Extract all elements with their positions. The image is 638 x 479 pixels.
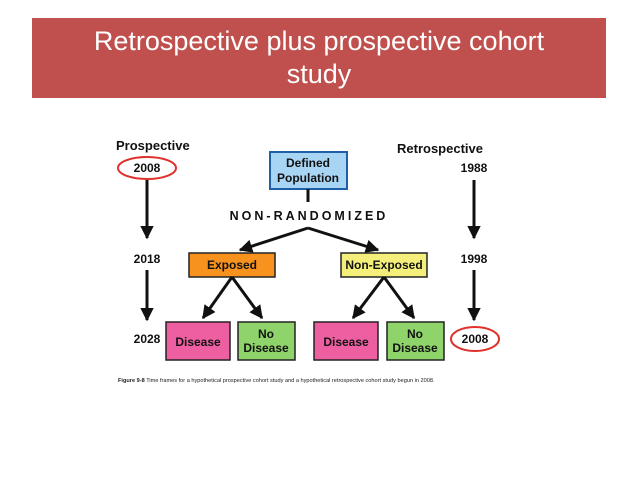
no-disease-box-non-exposed — [386, 321, 445, 361]
disease-label-non-exposed: Disease — [323, 335, 369, 349]
exposed-box — [188, 252, 276, 278]
branch-exposed-no-disease — [230, 276, 264, 320]
right-year-1: 1998 — [461, 252, 488, 266]
defined-population-line2: Population — [277, 171, 339, 185]
caption-text: Time frames for a hypothetical prospecti… — [146, 378, 435, 384]
disease-box-non-exposed — [313, 321, 379, 361]
branch-nonexposed-disease — [351, 276, 386, 320]
right-year-2: 2008 — [462, 332, 489, 346]
figure-caption: Figure 9-8 Time frames for a hypothetica… — [118, 378, 538, 384]
left-year-1: 2018 — [134, 252, 161, 266]
slide-title: Retrospective plus prospective cohort st… — [93, 26, 545, 89]
right-year-0: 1988 — [461, 161, 488, 175]
defined-population-line1: Defined — [286, 156, 330, 170]
highlight-ring-left — [117, 156, 177, 180]
no-disease-line1-exposed: No — [258, 327, 274, 341]
disease-box-exposed — [165, 321, 231, 361]
method-label: NON-RANDOMIZED — [230, 209, 389, 223]
no-disease-line2-exposed: Disease — [243, 341, 289, 355]
left-year-0: 2008 — [134, 161, 161, 175]
branch-to-non-exposed — [307, 226, 380, 253]
branch-to-exposed — [238, 226, 309, 253]
no-disease-line2-non-exposed: Disease — [392, 341, 438, 355]
no-disease-line1-non-exposed: No — [407, 327, 423, 341]
caption-label: Figure 9-8 — [118, 378, 145, 384]
defined-population-box — [269, 151, 348, 190]
branch-exposed-disease — [201, 276, 234, 320]
exposed-label: Exposed — [207, 258, 257, 272]
retrospective-header: Retrospective — [397, 141, 483, 156]
highlight-ring-right — [450, 326, 500, 352]
left-year-2: 2028 — [134, 332, 161, 346]
prospective-header: Prospective — [116, 138, 190, 153]
no-disease-box-exposed — [237, 321, 296, 361]
non-exposed-label: Non-Exposed — [345, 258, 422, 272]
branch-nonexposed-no-disease — [382, 276, 416, 320]
disease-label-exposed: Disease — [175, 335, 221, 349]
title-bar: Retrospective plus prospective cohort st… — [32, 18, 606, 98]
